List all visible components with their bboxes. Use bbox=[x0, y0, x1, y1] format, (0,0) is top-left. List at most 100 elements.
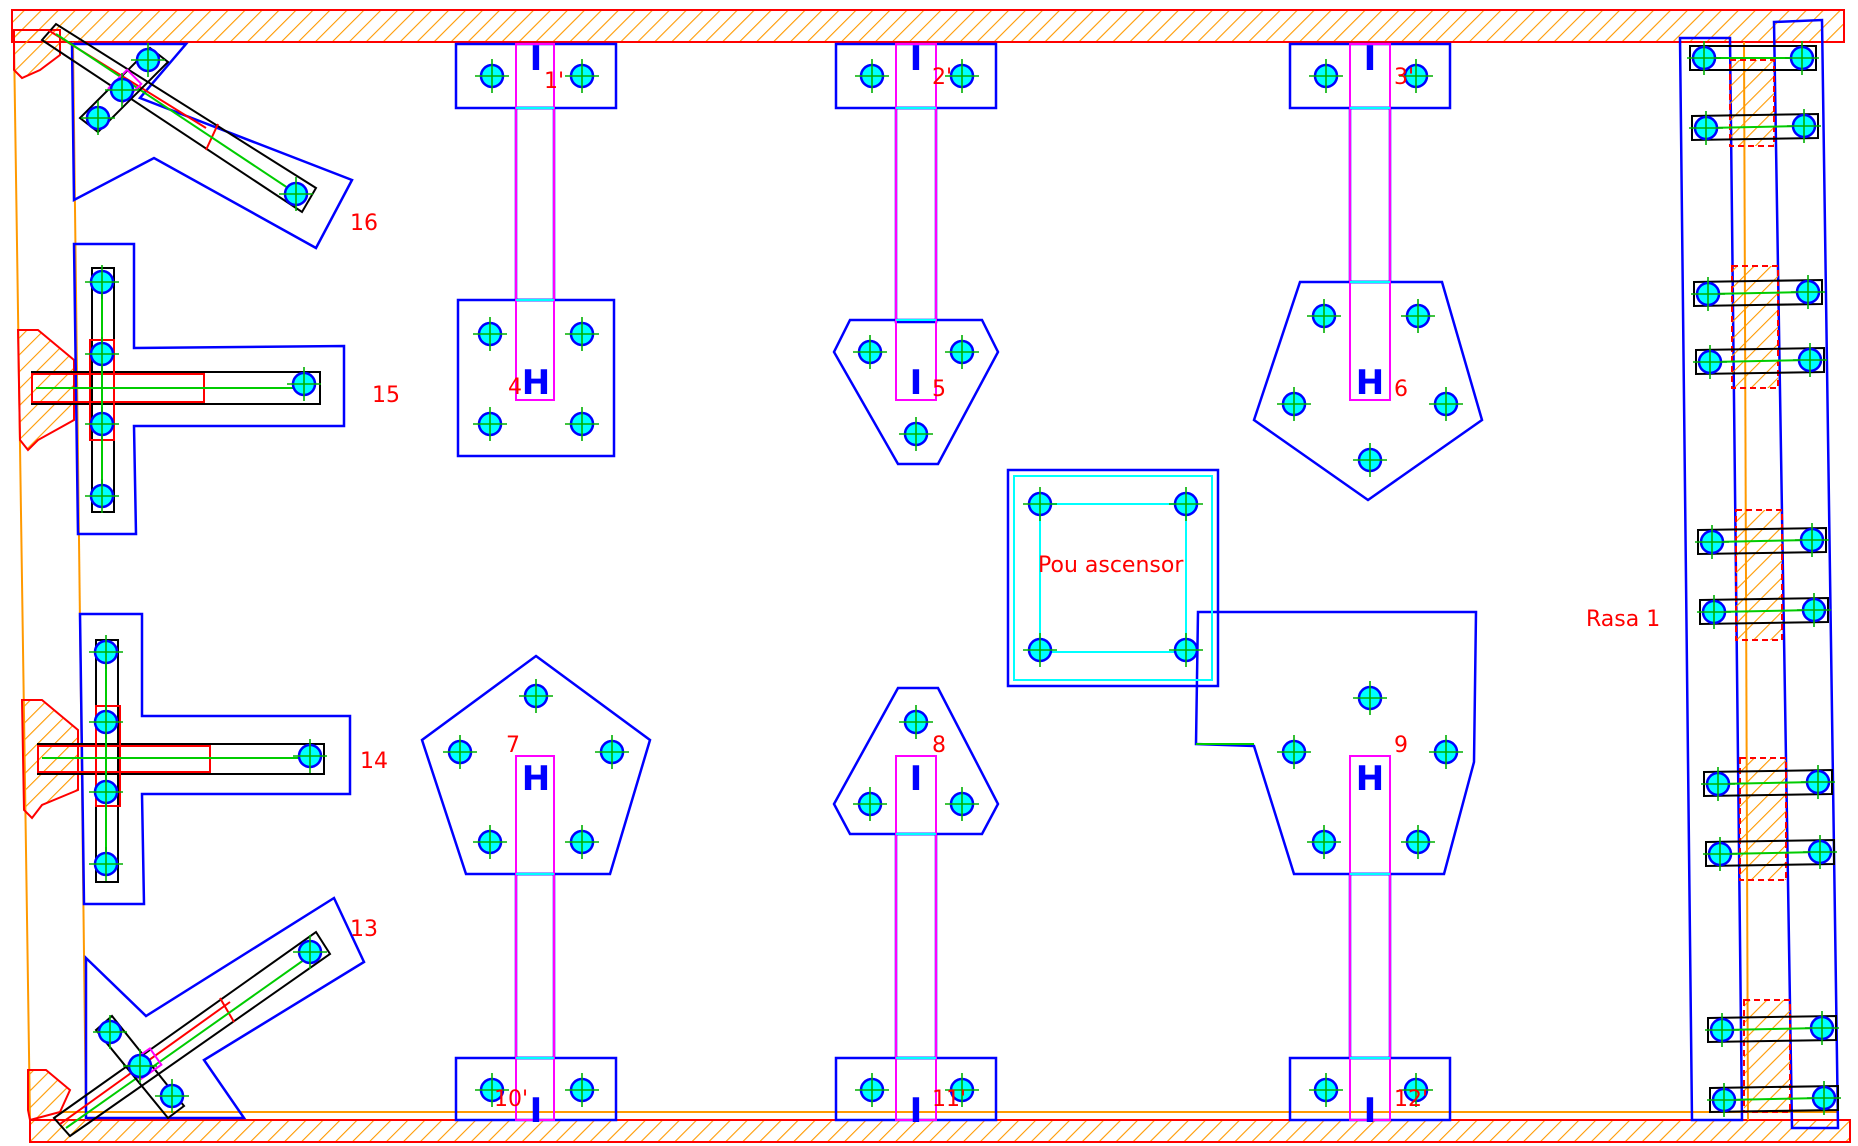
label-13: 13 bbox=[350, 917, 378, 942]
profile-symbol-8: I bbox=[910, 759, 923, 799]
strut-14-plate bbox=[78, 612, 352, 906]
waler-inner bbox=[1772, 18, 1840, 1130]
waler-link-tube bbox=[1699, 596, 1829, 626]
frame-left-edge bbox=[13, 41, 31, 1121]
label-6: 6 bbox=[1394, 377, 1408, 402]
profile-symbol-1: I bbox=[530, 39, 543, 79]
frame-top-band bbox=[11, 9, 1845, 43]
perimeter-frame bbox=[11, 9, 1851, 1143]
bolt-circle-icon bbox=[1399, 823, 1437, 861]
plate-6 bbox=[1252, 280, 1484, 502]
bolt-circle-icon bbox=[563, 1071, 601, 1109]
waler-link-tube bbox=[1709, 1084, 1839, 1114]
waler-link-tube bbox=[1691, 112, 1819, 142]
waler-link-tube bbox=[1697, 526, 1827, 556]
column-7-10 bbox=[515, 755, 555, 1121]
label-10: 10' bbox=[494, 1087, 528, 1112]
bolt-circle-icon bbox=[1351, 441, 1389, 479]
label-7: 7 bbox=[506, 733, 520, 758]
bolt-circle-icon bbox=[1275, 733, 1313, 771]
strut-13-tube bbox=[52, 930, 332, 1138]
label-16: 16 bbox=[350, 211, 378, 236]
base-plates bbox=[420, 42, 1484, 1122]
bolt-circle-icon bbox=[473, 57, 511, 95]
bolt-circle-icon bbox=[853, 57, 891, 95]
profile-symbol-7: H bbox=[522, 759, 550, 799]
bolt-circle-icon bbox=[1399, 297, 1437, 335]
elevator-pit bbox=[1006, 468, 1220, 688]
strut-14-node bbox=[95, 705, 121, 807]
profile-symbol-3: I bbox=[1364, 39, 1377, 79]
elevator-pit-label: Pou ascensor bbox=[1038, 553, 1184, 578]
profile-symbol-4: H bbox=[522, 363, 550, 403]
bolt-circle-icon bbox=[1307, 57, 1345, 95]
profile-symbol-11: I bbox=[910, 1091, 923, 1131]
waler-link-tube bbox=[1693, 278, 1823, 308]
label-1: 1' bbox=[544, 69, 564, 94]
waler-outer bbox=[1678, 36, 1744, 1122]
column-2-5-beam bbox=[894, 106, 938, 324]
waler-link-tube bbox=[1703, 768, 1833, 798]
frame-inner-left bbox=[72, 41, 87, 1121]
column-3-6-beam bbox=[1348, 106, 1392, 284]
bolt-circle-icon bbox=[471, 315, 509, 353]
bolt-circle-icon bbox=[91, 1013, 129, 1051]
bolt-circle-icon bbox=[1021, 485, 1059, 523]
bolt-circle-icon bbox=[943, 333, 981, 371]
waler-link-tube bbox=[1705, 838, 1835, 868]
waler-hatch-3 bbox=[1735, 509, 1783, 641]
label-8: 8 bbox=[932, 733, 946, 758]
bolt-circle-icon bbox=[897, 415, 935, 453]
profile-symbol-5: I bbox=[910, 363, 923, 403]
label-9: 9 bbox=[1394, 733, 1408, 758]
wall-anchor-block-2 bbox=[16, 329, 75, 452]
bolt-circle-icon bbox=[1351, 679, 1389, 717]
bolt-circle-icon bbox=[593, 733, 631, 771]
waler-hatch-4 bbox=[1739, 757, 1787, 881]
column-2-5 bbox=[895, 43, 937, 401]
profile-symbol-2: I bbox=[910, 39, 923, 79]
profile-symbol-6: H bbox=[1356, 363, 1384, 403]
column-beams bbox=[514, 106, 1392, 1060]
bolt-circle-icon bbox=[853, 1071, 891, 1109]
elevator-pit-band bbox=[1013, 475, 1213, 681]
column-8-11 bbox=[895, 755, 937, 1121]
bolt-circle-icon bbox=[1305, 823, 1343, 861]
bolt-circle-icon bbox=[563, 57, 601, 95]
section-label: Rasa 1 bbox=[1586, 607, 1660, 632]
strut-16-bar bbox=[55, 33, 301, 197]
wall-anchor-block-1 bbox=[13, 29, 61, 80]
frame-bottom-band bbox=[29, 1119, 1851, 1143]
bolt-circle-icon bbox=[851, 785, 889, 823]
column-9-12-beam bbox=[1348, 872, 1392, 1060]
bolt-circle-icon bbox=[1307, 1071, 1345, 1109]
strut-16-plate bbox=[70, 42, 354, 250]
wall-anchor-block-4 bbox=[27, 1069, 72, 1122]
strut-13 bbox=[52, 896, 366, 1138]
strut-15-plate bbox=[72, 242, 346, 536]
elevator-pit-inner bbox=[1039, 503, 1187, 653]
label-14: 14 bbox=[360, 749, 388, 774]
bolt-circle-icon bbox=[1427, 733, 1465, 771]
waler-hatch-2 bbox=[1731, 265, 1779, 389]
column-3-6 bbox=[1349, 43, 1391, 401]
bolt-circle-icon bbox=[1021, 631, 1059, 669]
strut-13-red-tick bbox=[219, 997, 235, 1023]
bolt-circle-icon bbox=[129, 41, 167, 79]
plate-8 bbox=[832, 686, 1000, 836]
waler-link-tube bbox=[1707, 1014, 1837, 1044]
bolt-circle-icon bbox=[563, 405, 601, 443]
profile-symbol-10: I bbox=[530, 1091, 543, 1131]
bolt-circle-icon bbox=[1275, 385, 1313, 423]
strut-14 bbox=[37, 612, 352, 906]
profile-symbol-9: H bbox=[1356, 759, 1384, 799]
bolt-circle-icon bbox=[1305, 297, 1343, 335]
strut-15 bbox=[31, 242, 346, 536]
label-3: 3' bbox=[1394, 65, 1414, 90]
bolt-circle-icon bbox=[1167, 485, 1205, 523]
bolt-circle-icon bbox=[1427, 385, 1465, 423]
label-4: 4 bbox=[508, 375, 522, 400]
bolt-circle-icon bbox=[943, 785, 981, 823]
label-2: 2' bbox=[932, 65, 952, 90]
strut-13-bar bbox=[65, 949, 319, 1129]
